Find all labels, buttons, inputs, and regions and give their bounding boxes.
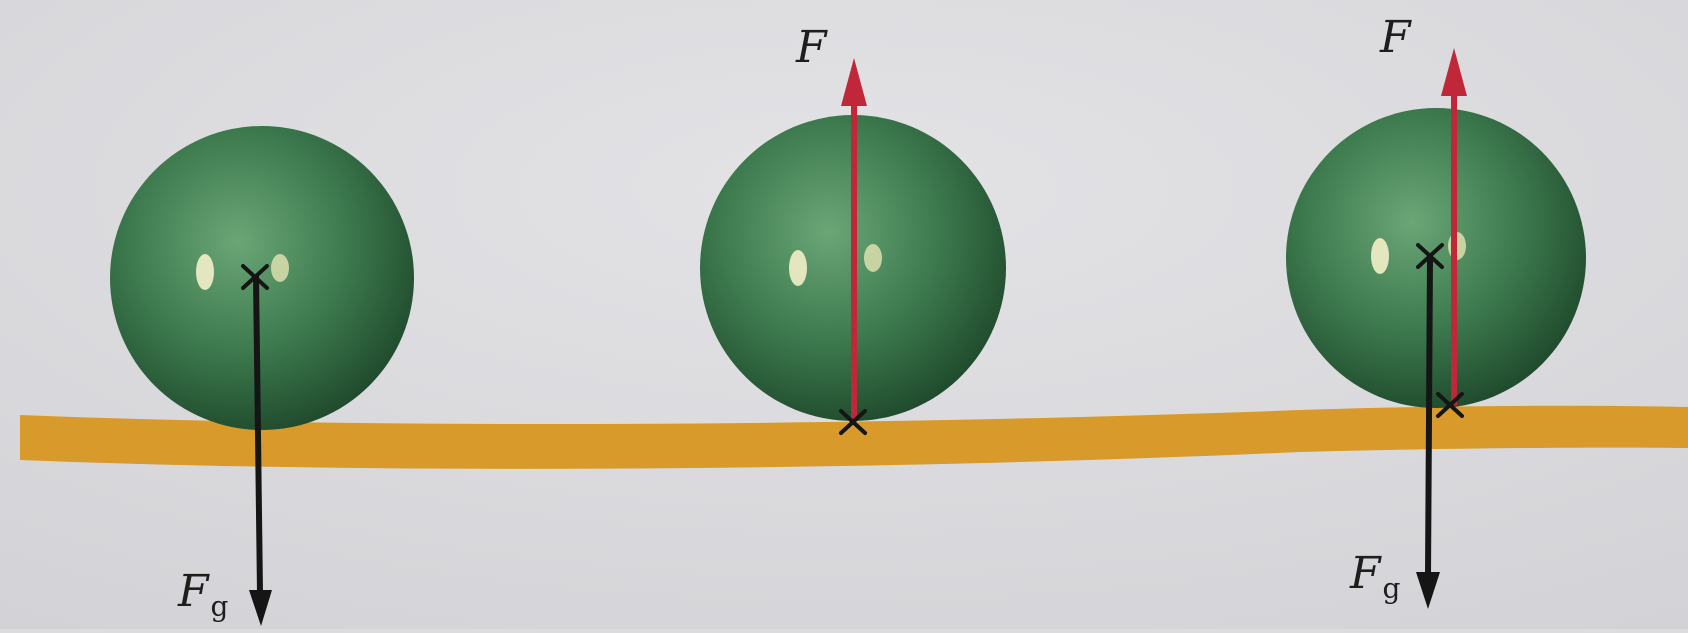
- ball-2-highlight: [789, 250, 807, 286]
- ball-3: [1286, 108, 1586, 408]
- gravity-label-1-sub: g: [211, 590, 229, 623]
- gravity-label-3: Fg: [1350, 552, 1400, 603]
- ball-3-sphere: [1286, 108, 1586, 408]
- force-label-3: F: [1380, 16, 1411, 60]
- ball-2-highlight-2: [864, 244, 882, 272]
- force-label-2: F: [796, 26, 827, 70]
- ball-1-highlight-2: [271, 254, 289, 282]
- ball-1-sphere: [110, 126, 414, 430]
- ball-1: [110, 126, 414, 430]
- gravity-label-1-main: F: [178, 566, 209, 617]
- gravity-label-3-sub: g: [1383, 572, 1401, 605]
- ball-3-highlight: [1371, 238, 1389, 274]
- force-label-2-text: F: [796, 22, 827, 73]
- gravity-label-1: Fg: [178, 570, 228, 621]
- force-label-3-text: F: [1380, 12, 1411, 63]
- ball-1-highlight: [196, 254, 214, 290]
- gravity-label-3-main: F: [1350, 548, 1381, 599]
